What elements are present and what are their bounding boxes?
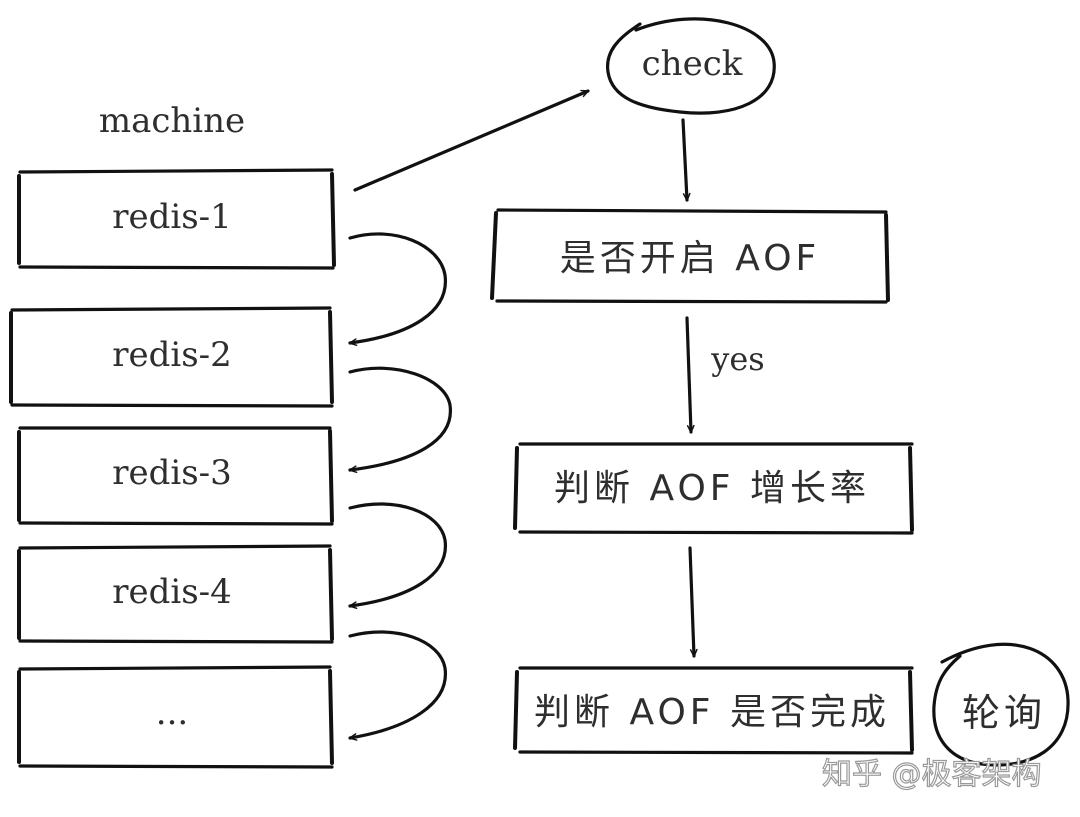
machine-box-5: ... bbox=[17, 665, 334, 769]
check-label: check bbox=[642, 44, 743, 84]
arrow-step2-to-step3 bbox=[688, 546, 698, 658]
machine-cycle-arrow-1 bbox=[348, 232, 447, 347]
machine-label-redis-2: redis-2 bbox=[112, 335, 232, 375]
arrow-check-to-step1 bbox=[681, 118, 691, 202]
watermark: 知乎 @极客架构 bbox=[822, 757, 1042, 792]
polling-label: 轮询 bbox=[962, 691, 1046, 735]
machine-label-redis-3: redis-3 bbox=[112, 453, 232, 493]
step-aof-complete-label: 判断 AOF 是否完成 bbox=[534, 692, 890, 733]
machine-cycle-arrow-3 bbox=[348, 502, 447, 610]
machine-box-2: redis-2 bbox=[9, 306, 334, 408]
machine-cycle-arrow-4 bbox=[348, 630, 447, 741]
machine-cycle-arrow-2 bbox=[348, 366, 452, 474]
arrow-to-check bbox=[353, 89, 590, 192]
machine-box-4: redis-4 bbox=[17, 544, 334, 644]
check-circle bbox=[605, 17, 776, 115]
arrow-step1-to-step2 bbox=[685, 316, 695, 434]
machine-label-redis-1: redis-1 bbox=[112, 197, 232, 237]
step-aof-growth-rate-label: 判断 AOF 增长率 bbox=[554, 468, 870, 509]
machine-box-3: redis-3 bbox=[17, 426, 334, 526]
machine-label-redis-4: redis-4 bbox=[112, 572, 232, 612]
machine-box-1: redis-1 bbox=[17, 168, 336, 270]
step-aof-complete: 判断 AOF 是否完成 bbox=[513, 666, 914, 755]
step-aof-enabled-label: 是否开启 AOF bbox=[560, 238, 820, 279]
machine-label: machine bbox=[99, 101, 245, 141]
yes-label: yes bbox=[710, 340, 764, 378]
machine-label-ellipsis: ... bbox=[156, 693, 188, 733]
step-aof-enabled: 是否开启 AOF bbox=[490, 208, 890, 304]
step-aof-growth-rate: 判断 AOF 增长率 bbox=[513, 442, 914, 535]
polling-loop-circle bbox=[932, 642, 1070, 767]
